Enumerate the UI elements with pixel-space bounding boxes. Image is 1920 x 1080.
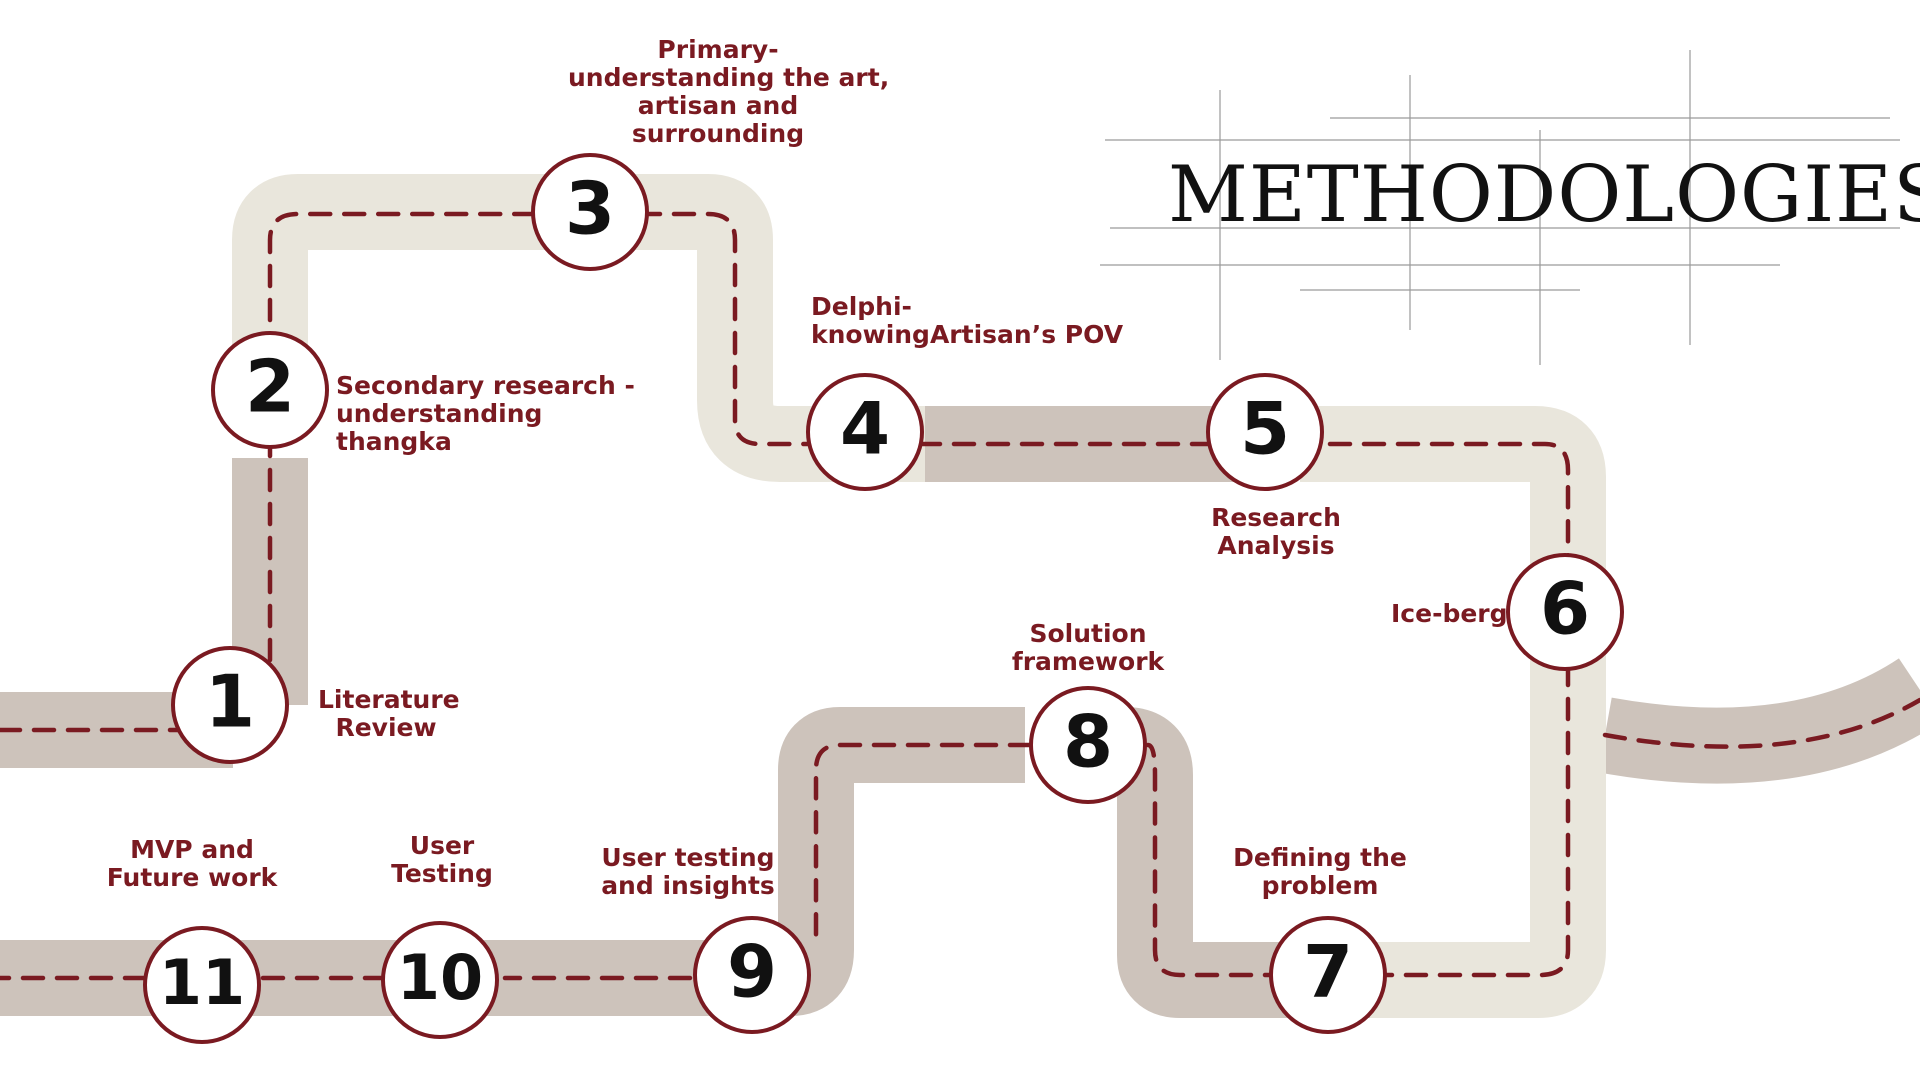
step-6-label: Ice-berg — [1391, 600, 1508, 628]
step-9-circle — [693, 916, 811, 1034]
step-3-label-line-3: artisan and — [637, 91, 799, 120]
step-8-circle — [1029, 686, 1147, 804]
step-7-label: Defining the problem — [1220, 844, 1420, 900]
step-11-label-line-1: MVP and — [130, 835, 254, 864]
step-7-circle — [1269, 916, 1387, 1034]
step-2-label-line-2: understanding — [336, 399, 543, 428]
step-5-label: Research Analysis — [1196, 504, 1356, 560]
step-2-label-line-1: Secondary research - — [336, 371, 635, 400]
step-2-number: 2 — [245, 345, 295, 429]
step-5-circle — [1206, 373, 1324, 491]
road-dashed-centerline — [0, 211, 1920, 981]
step-1-label-line-1: Literature — [318, 685, 460, 714]
step-3-label: Primary- understanding the art, artisan … — [568, 35, 890, 148]
step-6-label-line-1: Ice-berg — [1391, 599, 1508, 628]
step-1-label-line-2: Review — [335, 713, 437, 742]
step-10-label: User Testing — [372, 832, 512, 888]
step-9-marker: 9 — [693, 916, 811, 1034]
step-4-label: Delphi- knowingArtisan’s POV — [811, 293, 1123, 349]
page-title: METHODOLOGIES — [1168, 150, 1920, 240]
step-5-marker: 5 — [1206, 373, 1324, 491]
step-11-number: 11 — [159, 946, 245, 1019]
step-10-label-line-1: User — [409, 831, 475, 860]
step-2-label-line-3: thangka — [336, 427, 452, 456]
step-8-number: 8 — [1063, 700, 1113, 784]
step-6-circle — [1506, 553, 1624, 671]
step-6-marker: 6 — [1506, 553, 1624, 671]
step-5-label-line-2: Analysis — [1217, 531, 1335, 560]
step-8-marker: 8 — [1029, 686, 1147, 804]
step-4-circle — [806, 373, 924, 491]
step-1-number: 1 — [205, 660, 255, 744]
step-11-label: MVP and Future work — [102, 836, 282, 892]
step-11-label-line-2: Future work — [106, 863, 278, 892]
step-3-circle — [531, 153, 649, 271]
step-9-label-line-1: User testing — [601, 843, 775, 872]
step-4-label-line-2: knowingArtisan’s POV — [811, 320, 1124, 349]
step-3-marker: 3 — [531, 153, 649, 271]
step-8-label: Solution framework — [1008, 620, 1168, 676]
step-3-number: 3 — [565, 167, 615, 251]
step-3-label-line-4: surrounding — [631, 119, 805, 148]
step-9-label-line-2: and insights — [601, 871, 775, 900]
title-grid-decoration — [1100, 50, 1900, 365]
step-7-marker: 7 — [1269, 916, 1387, 1034]
step-7-label-line-2: problem — [1261, 871, 1379, 900]
step-4-label-line-1: Delphi- — [811, 292, 912, 321]
road-segment-exit-curve — [1598, 658, 1920, 784]
step-2-marker: 2 — [211, 331, 329, 449]
step-10-marker: 10 — [381, 921, 499, 1039]
step-2-circle — [211, 331, 329, 449]
step-7-number: 7 — [1303, 930, 1353, 1014]
step-10-number: 10 — [397, 941, 483, 1014]
step-5-label-line-1: Research — [1211, 503, 1341, 532]
step-9-number: 9 — [727, 930, 777, 1014]
step-5-number: 5 — [1240, 387, 1290, 471]
step-4-number: 4 — [840, 387, 890, 471]
step-circles: 1 2 3 4 5 6 7 8 9 10 11 — [143, 153, 1624, 1044]
step-1-marker: 1 — [171, 646, 289, 764]
step-11-circle — [143, 926, 261, 1044]
step-1-label: Literature Review — [318, 685, 460, 742]
step-10-circle — [381, 921, 499, 1039]
step-7-label-line-1: Defining the — [1233, 843, 1407, 872]
step-8-label-line-2: framework — [1011, 647, 1165, 676]
step-1-circle — [171, 646, 289, 764]
step-10-label-line-2: Testing — [391, 859, 493, 888]
step-11-marker: 11 — [143, 926, 261, 1044]
step-2-label: Secondary research - understanding thang… — [336, 372, 635, 456]
step-3-label-line-1: Primary- — [657, 35, 779, 64]
step-4-marker: 4 — [806, 373, 924, 491]
step-3-label-line-2: understanding the art, — [568, 63, 890, 92]
step-6-number: 6 — [1540, 567, 1590, 651]
step-8-label-line-1: Solution — [1029, 619, 1147, 648]
step-9-label: User testing and insights — [592, 844, 784, 900]
